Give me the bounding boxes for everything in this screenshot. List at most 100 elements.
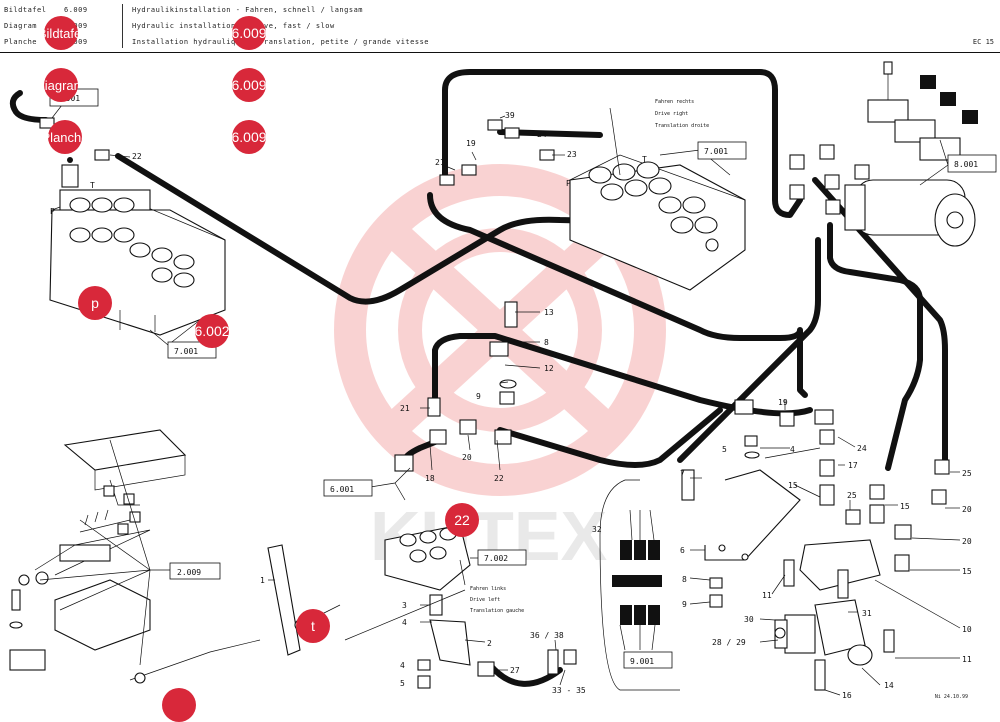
callout: 22	[494, 474, 504, 483]
callout: 33 - 35	[552, 686, 586, 695]
callout: 5	[722, 445, 727, 454]
ref-box-6001	[323, 479, 373, 497]
callout: 19	[466, 139, 476, 148]
callout: 19	[778, 398, 788, 407]
ref-box-2009	[169, 562, 221, 580]
title-block: Bildtafel Diagram Planche 6.009 6.009 6.…	[0, 0, 1000, 54]
callout: 25	[847, 491, 857, 500]
title-french: Installation hydraulique - Translation, …	[132, 38, 430, 46]
drive-left-note: Fahren links Drive left Translation gauc…	[470, 586, 524, 614]
callout: 25	[962, 469, 972, 478]
ref-7001-b: 7.001	[174, 347, 198, 356]
note-left-fr: Translation gauche	[470, 608, 524, 614]
ref-9001: 9.001	[630, 657, 654, 666]
marker-badge: 6.002	[195, 314, 229, 348]
callout: 2	[487, 639, 492, 648]
ref-2009: 2.009	[177, 568, 201, 577]
callout: 7	[680, 469, 685, 478]
callout: 3	[402, 601, 407, 610]
ref-7001-c: 7.001	[704, 147, 728, 156]
hydraulic-diagram: KUTEX	[9, 61, 997, 700]
callout: 31	[862, 609, 872, 618]
callout: 39	[505, 111, 515, 120]
callout: 21	[400, 404, 410, 413]
ref-box-7001-c	[697, 141, 747, 160]
hydraulic-pump	[844, 61, 978, 247]
label-diagram: Diagram	[4, 22, 38, 30]
port-label: T	[90, 181, 95, 190]
port-label: T	[642, 155, 647, 164]
marker-badge: t	[296, 609, 330, 643]
callout: 6	[680, 546, 685, 555]
callout: 4	[400, 661, 405, 670]
note-left-de: Fahren links	[470, 586, 506, 592]
callout: 27	[510, 666, 520, 675]
callout: 11	[962, 655, 972, 664]
label-bildtafel: Bildtafel	[4, 6, 47, 14]
marker-badge: Planche	[48, 120, 82, 154]
pedal-assembly	[9, 429, 261, 684]
callout: 5	[400, 679, 405, 688]
drive-right-note: Fahren rechts Drive right Translation dr…	[655, 99, 709, 129]
ref-7002: 7.002	[484, 554, 508, 563]
callout: 4	[790, 445, 795, 454]
callout: 15	[900, 502, 910, 511]
hoses	[9, 69, 948, 687]
divider	[122, 4, 123, 48]
callout: 22	[132, 152, 142, 161]
callout: 28 / 29	[712, 638, 746, 647]
ref-6001: 6.001	[330, 485, 354, 494]
callout: 32	[592, 525, 602, 534]
port-label: P	[50, 207, 55, 216]
marker-badge: 6.009	[232, 120, 266, 154]
note-left-en: Drive left	[470, 597, 500, 603]
number-bildtafel: 6.009	[64, 6, 88, 14]
callout: 11	[762, 591, 772, 600]
callout: 21	[435, 158, 445, 167]
marker-badge-partial	[162, 688, 196, 722]
label-planche: Planche	[4, 38, 38, 46]
mounting-bracket	[704, 469, 801, 561]
marker-badge: 22	[445, 503, 479, 537]
ref-box-9001	[623, 651, 673, 669]
number-planche: 6.009	[64, 38, 88, 46]
callout: 15	[788, 481, 798, 490]
callout: 12	[544, 364, 554, 373]
title-german: Hydraulikinstallation - Fahren, schnell …	[132, 6, 364, 14]
ref-box-7002	[477, 549, 527, 566]
callout: 24	[537, 130, 547, 139]
callout: 24	[857, 444, 867, 453]
callout: 8	[682, 575, 687, 584]
note-right-de: Fahren rechts	[655, 99, 694, 105]
note-right-en: Drive right	[655, 111, 688, 117]
callout: 36 / 38	[530, 631, 564, 640]
model-code: EC 15	[972, 38, 994, 46]
callout: 10	[962, 625, 972, 634]
callout: 14	[884, 681, 894, 690]
callout: 23	[567, 150, 577, 159]
reference-boxes: 7.001 7.001 7.001 8.001 6.001 7.002 2.00…	[49, 88, 997, 669]
solenoid-valve	[774, 539, 881, 666]
callout: 20	[962, 505, 972, 514]
footer-date: Ni 24.10.99	[934, 694, 968, 700]
connector-bundle	[612, 509, 662, 651]
callout: 8	[544, 338, 549, 347]
callout: 1	[260, 576, 265, 585]
callout: 20	[462, 453, 472, 462]
callout: 30	[744, 615, 754, 624]
marker-badge: 6.009	[232, 68, 266, 102]
fittings	[9, 117, 950, 691]
ref-box-8001	[947, 154, 997, 173]
callout-numbers: 22 39 24 23 21 19 13 8 12 9 21 20 18 22 …	[50, 111, 972, 700]
marker-badge: p	[78, 286, 112, 320]
callout: 18	[425, 474, 435, 483]
control-valve-left	[49, 157, 226, 336]
callout: 16	[842, 691, 852, 700]
callout: 20	[962, 537, 972, 546]
marker-badge: 6.009	[232, 16, 266, 50]
callout: 4	[402, 618, 407, 627]
callout: 13	[544, 308, 554, 317]
callout: 9	[476, 392, 481, 401]
header-rule	[0, 52, 1000, 53]
marker-badge: diagram	[44, 68, 78, 102]
